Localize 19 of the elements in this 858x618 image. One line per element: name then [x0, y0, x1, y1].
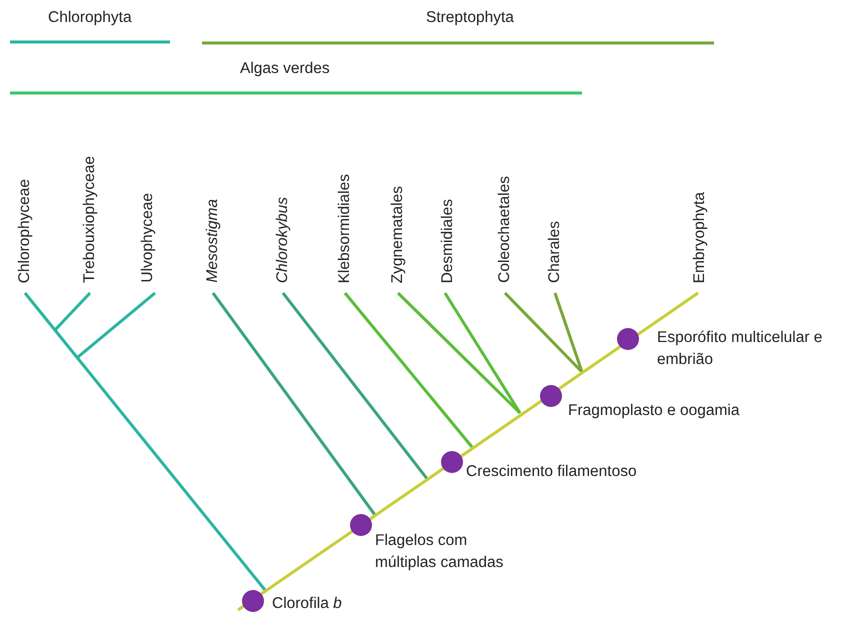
taxon-name: Ulvophyceae	[139, 193, 157, 283]
taxon-name: Charales	[546, 220, 564, 283]
taxon-name: Desmidiales	[439, 198, 457, 283]
taxon-name: Embryophyta	[691, 192, 709, 283]
taxon-name: Zygnematales	[389, 186, 407, 283]
taxon-name: Coleochaetales	[496, 176, 514, 283]
taxon-name: Chlorokybus	[274, 196, 292, 283]
trait-label: Esporófito multicelular e embrião	[657, 328, 824, 370]
taxon-name: Klebsormidiales	[336, 174, 354, 283]
trait-label: Clorofila b	[272, 595, 342, 613]
group-name: Algas verdes	[240, 60, 330, 78]
trait-label: Crescimento filamentoso	[466, 463, 637, 481]
taxon-name: Trebouxiophyceae	[81, 156, 99, 283]
taxon-name: Chlorophyceae	[16, 178, 34, 283]
taxon-name: Mesostigma	[204, 199, 222, 283]
group-name: Chlorophyta	[48, 9, 132, 27]
trait-label: Flagelos com múltiplas camadas	[375, 531, 504, 573]
group-name: Streptophyta	[426, 9, 514, 27]
trait-label: Fragmoplasto e oogamia	[568, 402, 740, 420]
